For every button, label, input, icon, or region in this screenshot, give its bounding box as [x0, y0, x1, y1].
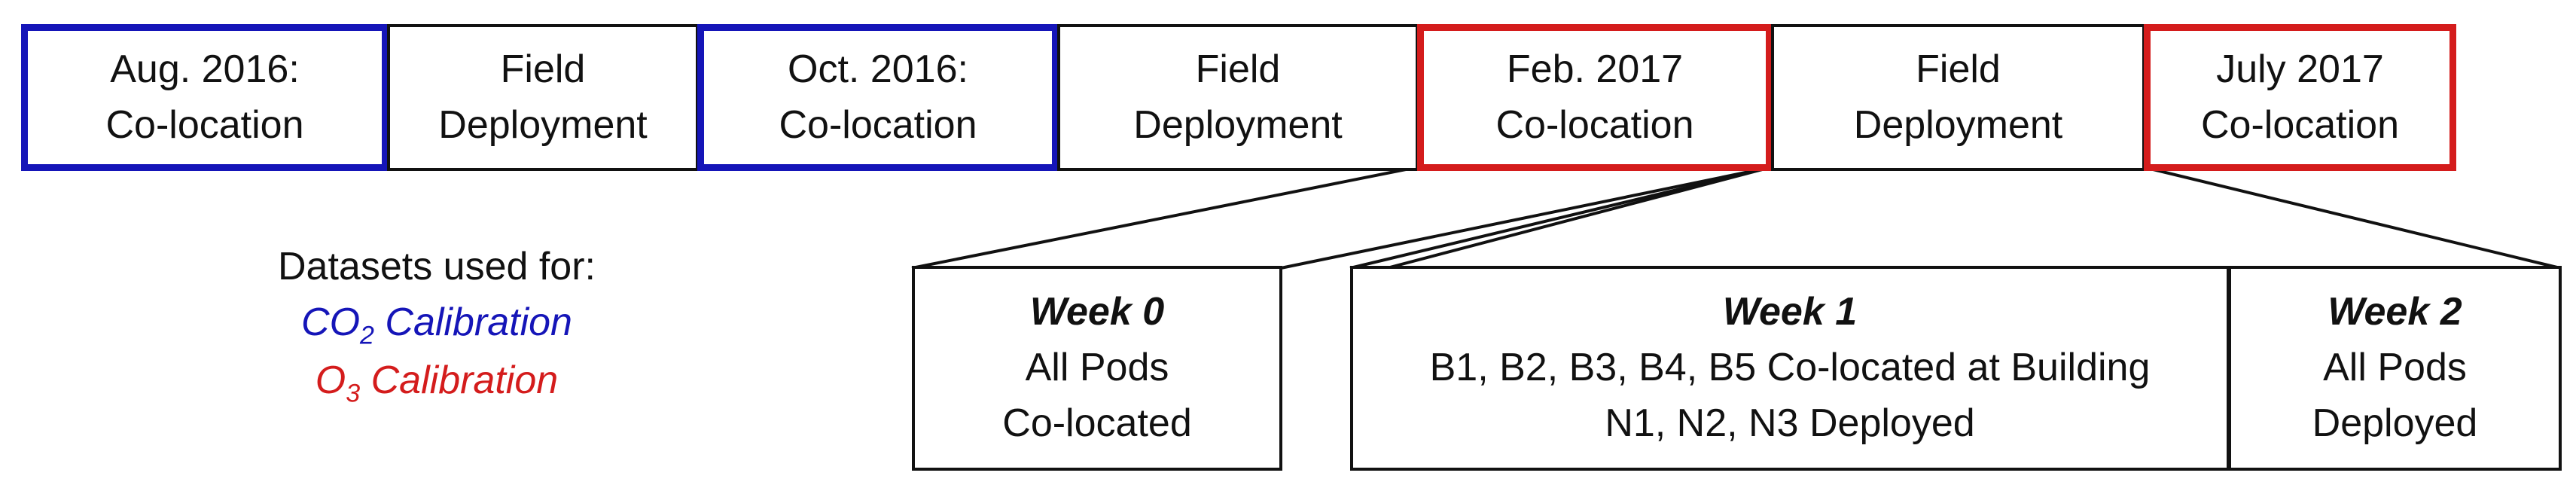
connector-week0-left — [911, 166, 1418, 270]
week-1-box: Week 1 B1, B2, B3, B4, B5 Co-located at … — [1350, 266, 2230, 471]
legend-co2-subscript: 2 — [360, 321, 374, 350]
timeline-aug-2016-colocation: Aug. 2016: Co-location — [21, 24, 389, 171]
legend-co2-prefix: CO — [301, 300, 361, 344]
week-0-line1: All Pods — [1025, 346, 1169, 390]
timeline-feb-2017-colocation: Feb. 2017 Co-location — [1417, 24, 1773, 171]
week-0-title: Week 0 — [1029, 290, 1165, 334]
week-2-box: Week 2 All Pods Deployed — [2228, 266, 2562, 471]
legend-o3-prefix: O — [315, 358, 346, 403]
connector-week1-right — [1386, 166, 1772, 270]
connector-week2-right — [2143, 166, 2561, 270]
week-0-box: Week 0 All Pods Co-located — [912, 266, 1282, 471]
timeline-label-line1: Aug. 2016: — [110, 47, 300, 91]
timeline-label-line2: Deployment — [1133, 102, 1343, 147]
timeline-label-line1: July 2017 — [2216, 47, 2384, 91]
timeline-label-line1: Feb. 2017 — [1506, 47, 1684, 91]
legend-co2-calibration: CO2 Calibration — [226, 295, 648, 354]
week-0-line2: Co-located — [1002, 401, 1192, 445]
timeline-label-line2: Co-location — [2200, 102, 2400, 147]
legend-o3-calibration: O3 Calibration — [226, 353, 648, 412]
legend-co2-suffix: Calibration — [373, 300, 572, 344]
legend-o3-suffix: Calibration — [360, 358, 559, 403]
timeline-field-deployment-2: Field Deployment — [1057, 24, 1419, 171]
connector-week0-right — [1280, 166, 1772, 270]
week-1-line2: N1, N2, N3 Deployed — [1605, 401, 1975, 445]
legend-heading: Datasets used for: — [278, 245, 596, 288]
timeline-label-line1: Oct. 2016: — [788, 47, 968, 91]
timeline-label-line2: Co-location — [105, 102, 304, 147]
week-1-title: Week 1 — [1722, 290, 1858, 334]
week-2-title: Week 2 — [2328, 290, 2462, 334]
legend-o3-subscript: 3 — [346, 379, 361, 408]
timeline-oct-2016-colocation: Oct. 2016: Co-location — [697, 24, 1059, 171]
timeline-field-deployment-3: Field Deployment — [1771, 24, 2145, 171]
week-1-line1: B1, B2, B3, B4, B5 Co-located at Buildin… — [1429, 346, 2151, 390]
timeline-label-line1: Field — [1195, 47, 1281, 91]
timeline-label-line2: Deployment — [438, 102, 648, 147]
timeline-label-line2: Co-location — [1495, 102, 1694, 147]
legend: Datasets used for: CO2 Calibration O3 Ca… — [226, 239, 648, 412]
timeline-july-2017-colocation: July 2017 Co-location — [2144, 24, 2456, 171]
timeline-label-line1: Field — [500, 47, 586, 91]
timeline-label-line2: Co-location — [779, 102, 977, 147]
timeline-field-deployment-1: Field Deployment — [387, 24, 699, 171]
timeline-label-line2: Deployment — [1853, 102, 2063, 147]
connector-week1-left — [1349, 166, 1772, 270]
week-2-line1: All Pods — [2323, 346, 2467, 390]
week-2-line2: Deployed — [2312, 401, 2478, 445]
timeline-label-line1: Field — [1916, 47, 2001, 91]
